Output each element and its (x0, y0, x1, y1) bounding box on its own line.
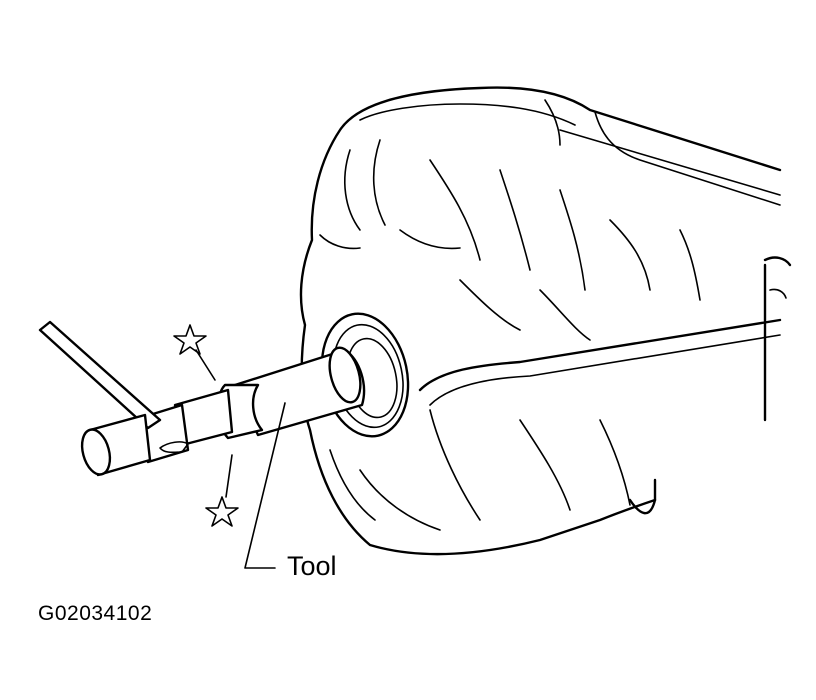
tool-label: Tool (287, 551, 337, 581)
figure-id: G02034102 (38, 602, 153, 625)
tool-leader-line (244, 402, 286, 569)
star-icon (173, 324, 216, 381)
star-icon (205, 454, 239, 527)
transmission-housing (299, 86, 792, 556)
tool-assembly (38, 320, 366, 477)
